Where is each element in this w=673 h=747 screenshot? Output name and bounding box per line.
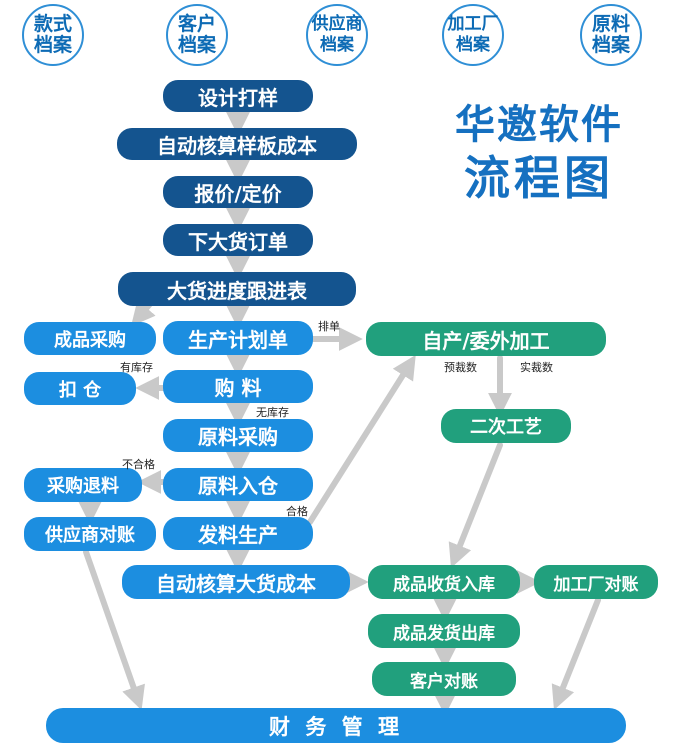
- step-supplier-reconcile[interactable]: 供应商对账: [24, 517, 156, 551]
- arrow-supplier-to-finance: [83, 549, 145, 711]
- step-deduct-warehouse[interactable]: 扣 仓: [24, 372, 136, 405]
- label-no-stock: 无库存: [256, 406, 289, 419]
- archive-customer-label: 客户档案: [177, 13, 216, 56]
- brand-subtitle: 流程图: [464, 151, 614, 205]
- label-schedule: 排单: [318, 320, 340, 333]
- arrow-secondary-to-receive: [448, 442, 503, 569]
- step-purchase-material[interactable]: 购 料: [163, 370, 313, 403]
- brand-title: 华邀软件: [455, 102, 623, 148]
- step-self-outsource[interactable]: 自产/委外加工: [366, 322, 606, 356]
- archive-supplier-label: 供应商档案: [311, 14, 363, 55]
- step-finished-ship[interactable]: 成品发货出库: [368, 614, 520, 648]
- step-auto-sample-cost[interactable]: 自动核算样板成本: [117, 128, 357, 160]
- step-raw-purchase[interactable]: 原料采购: [163, 419, 313, 452]
- step-factory-reconcile[interactable]: 加工厂对账: [534, 565, 658, 599]
- step-progress-table[interactable]: 大货进度跟进表: [118, 272, 356, 306]
- label-in-stock: 有库存: [120, 361, 153, 374]
- archive-style-label: 款式档案: [33, 13, 72, 56]
- step-production-plan[interactable]: 生产计划单: [163, 321, 313, 355]
- step-auto-bulk-cost[interactable]: 自动核算大货成本: [122, 565, 350, 599]
- label-unqualified: 不合格: [122, 458, 155, 471]
- label-pre-cut: 预裁数: [444, 361, 477, 374]
- label-actual-cut: 实裁数: [520, 361, 553, 374]
- label-qualified: 合格: [286, 505, 308, 518]
- finance-management[interactable]: 财 务 管 理: [46, 708, 626, 743]
- step-customer-reconcile[interactable]: 客户对账: [372, 662, 516, 696]
- step-raw-in-warehouse[interactable]: 原料入仓: [163, 468, 313, 501]
- step-finished-purchase[interactable]: 成品采购: [24, 322, 156, 355]
- archive-customer[interactable]: 客户档案: [166, 4, 228, 66]
- step-quote-price[interactable]: 报价/定价: [163, 176, 313, 208]
- step-bulk-order[interactable]: 下大货订单: [163, 224, 313, 256]
- arrow-factory-to-finance: [551, 597, 601, 711]
- archive-material-label: 原料档案: [591, 13, 630, 56]
- step-purchase-return[interactable]: 采购退料: [24, 468, 142, 502]
- archive-factory-label: 加工厂档案: [447, 14, 499, 55]
- archive-supplier[interactable]: 供应商档案: [306, 4, 368, 66]
- step-finished-receive[interactable]: 成品收货入库: [368, 565, 520, 599]
- arrow-issue-to-selfproduction: [307, 354, 416, 525]
- archive-style[interactable]: 款式档案: [22, 4, 84, 66]
- step-issue-production[interactable]: 发料生产: [163, 517, 313, 550]
- archive-material[interactable]: 原料档案: [580, 4, 642, 66]
- step-secondary-process[interactable]: 二次工艺: [441, 409, 571, 443]
- step-design-sample[interactable]: 设计打样: [163, 80, 313, 112]
- archive-factory[interactable]: 加工厂档案: [442, 4, 504, 66]
